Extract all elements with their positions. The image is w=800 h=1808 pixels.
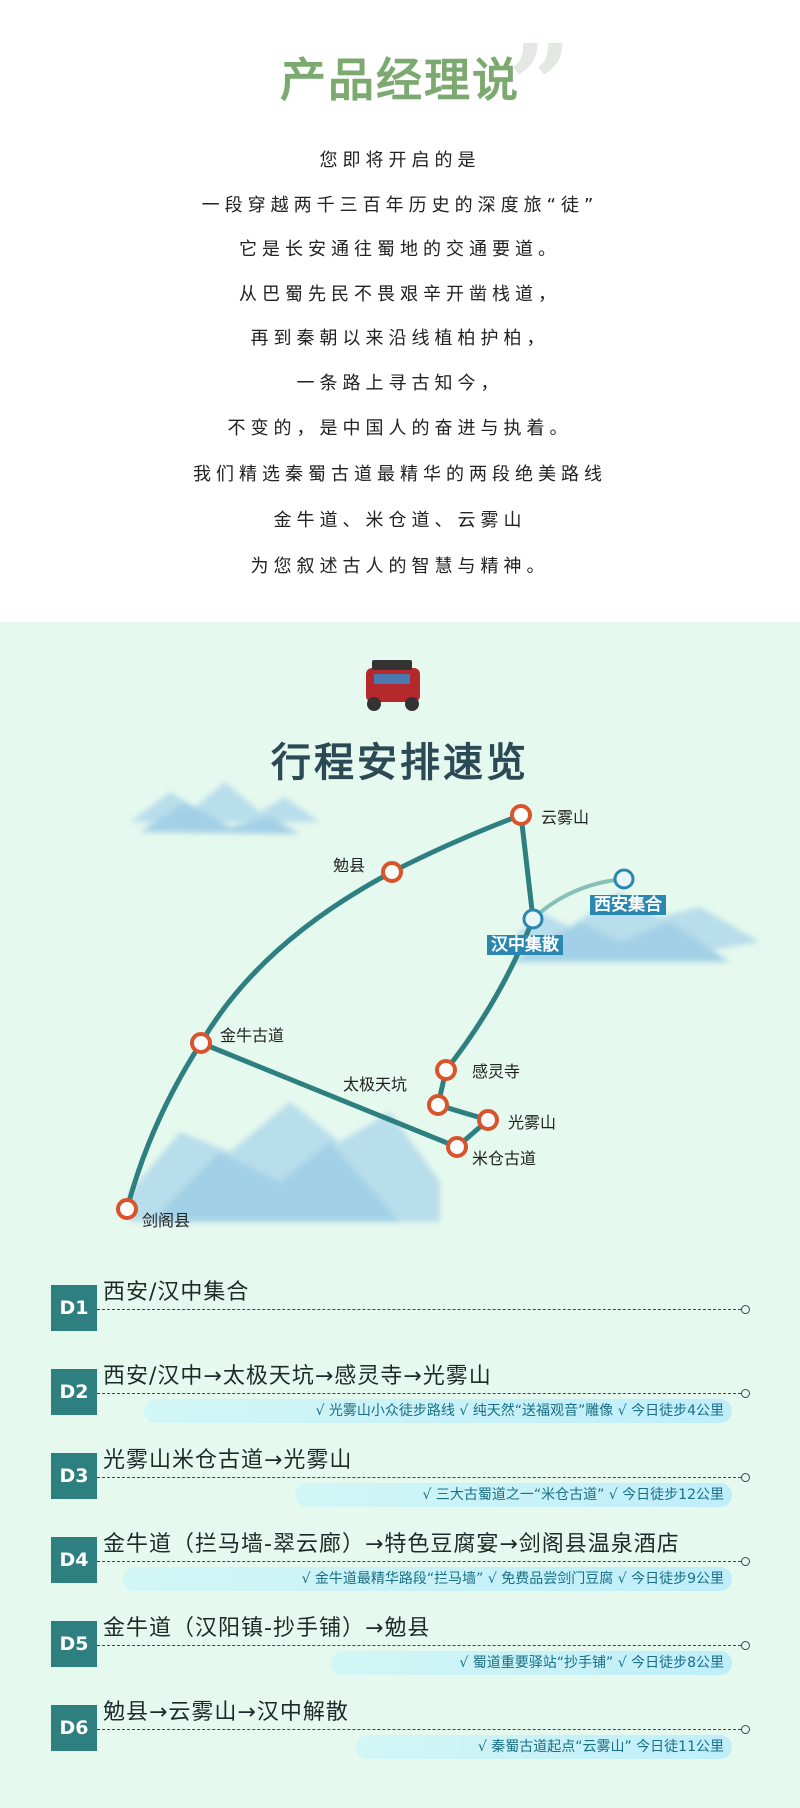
intro-line: 不变的，是中国人的奋进与执着。 (227, 418, 573, 439)
map-node-taiji (427, 1094, 449, 1116)
day-title: 光雾山米仓古道→光雾山 (103, 1448, 353, 1473)
map-label: 金牛古道 (220, 1026, 285, 1045)
route-line (531, 877, 626, 921)
map-node-guangwu (477, 1109, 499, 1131)
day-highlights: √ 金牛道最精华路段“拦马墙” √ 免费品尝剑门豆腐 √ 今日徒步9公里 (123, 1567, 732, 1591)
intro-line: 为您叙述古人的智慧与精神。 (250, 556, 550, 577)
day-badge: D3 (51, 1453, 97, 1499)
day-highlights: √ 光雾山小众徒步路线 √ 纯天然“送福观音”雕像 √ 今日徒步4公里 (144, 1399, 732, 1423)
intro-line: 一条路上寻古知今， (296, 373, 504, 394)
jeep-car-icon (366, 660, 420, 711)
day-badge: D1 (51, 1285, 97, 1331)
map-label: 感灵寺 (472, 1062, 521, 1081)
day-badge: D2 (51, 1369, 97, 1415)
map-tag-hanzhong: 汉中集散 (487, 935, 563, 955)
map-label: 米仓古道 (472, 1149, 537, 1168)
divider (97, 1393, 741, 1394)
line-end-circle-icon (741, 1557, 750, 1566)
day-badge: D4 (51, 1537, 97, 1583)
line-end-circle-icon (741, 1641, 750, 1650)
divider (97, 1477, 741, 1478)
intro-section: ” 产品经理说 您即将开启的是 一段穿越两千三百年历史的深度旅“徒” 它是长安通… (0, 0, 800, 622)
day-highlights: √ 三大古蜀道之一“米仓古道” √ 今日徒步12公里 (295, 1483, 732, 1507)
intro-line: 从巴蜀先民不畏艰辛开凿栈道， (239, 284, 561, 305)
day-title: 西安/汉中集合 (103, 1280, 250, 1305)
intro-line: 再到秦朝以来沿线植柏护柏， (250, 328, 550, 349)
map-node-yunwushan (510, 804, 532, 826)
map-label: 太极天坑 (343, 1075, 408, 1094)
day-title: 金牛道（汉阳镇-抄手铺）→勉县 (103, 1616, 431, 1641)
day-highlights: √ 秦蜀古道起点“云雾山” 今日徒11公里 (356, 1735, 732, 1759)
day-badge: D6 (51, 1705, 97, 1751)
intro-line: 它是长安通往蜀地的交通要道。 (239, 239, 561, 260)
map-node-jinniu (190, 1032, 212, 1054)
map-tag-xian: 西安集合 (590, 895, 666, 915)
overview-title: 行程安排速览 (271, 740, 529, 786)
divider (97, 1561, 741, 1562)
line-end-circle-icon (741, 1473, 750, 1482)
start-pin-icon-xian (613, 868, 635, 890)
map-label: 云雾山 (541, 808, 590, 827)
intro-line: 金牛道、米仓道、云雾山 (273, 510, 527, 531)
quote-mark-icon: ” (508, 20, 572, 149)
intro-line: 您即将开启的是 (319, 150, 481, 171)
map-label: 勉县 (333, 856, 366, 875)
route-line (124, 812, 524, 1212)
day-badge: D5 (51, 1621, 97, 1667)
divider (97, 1729, 741, 1730)
map-label: 剑阁县 (142, 1211, 191, 1230)
day-title: 西安/汉中→太极天坑→感灵寺→光雾山 (103, 1364, 492, 1389)
day-highlights: √ 蜀道重要驿站“抄手铺” √ 今日徒步8公里 (331, 1651, 732, 1675)
map-node-ganling (435, 1059, 457, 1081)
start-pin-icon-hanzhong (522, 908, 544, 930)
day-title: 勉县→云雾山→汉中解散 (103, 1700, 349, 1725)
map-node-micang (446, 1136, 468, 1158)
divider (97, 1309, 741, 1310)
line-end-circle-icon (741, 1305, 750, 1314)
intro-title: 产品经理说 (280, 53, 520, 107)
intro-line: 一段穿越两千三百年历史的深度旅“徒” (201, 195, 599, 216)
line-end-circle-icon (741, 1389, 750, 1398)
map-node-mianxian (381, 861, 403, 883)
intro-line: 我们精选秦蜀古道最精华的两段绝美路线 (193, 464, 607, 485)
map-node-jiange (116, 1198, 138, 1220)
day-title: 金牛道（拦马墙-翠云廊）→特色豆腐宴→剑阁县温泉酒店 (103, 1532, 680, 1557)
route-map (116, 660, 760, 1222)
divider (97, 1645, 741, 1646)
route-line (518, 812, 536, 922)
map-label: 光雾山 (508, 1113, 557, 1132)
mountain-decoration (130, 782, 760, 1222)
line-end-circle-icon (741, 1725, 750, 1734)
